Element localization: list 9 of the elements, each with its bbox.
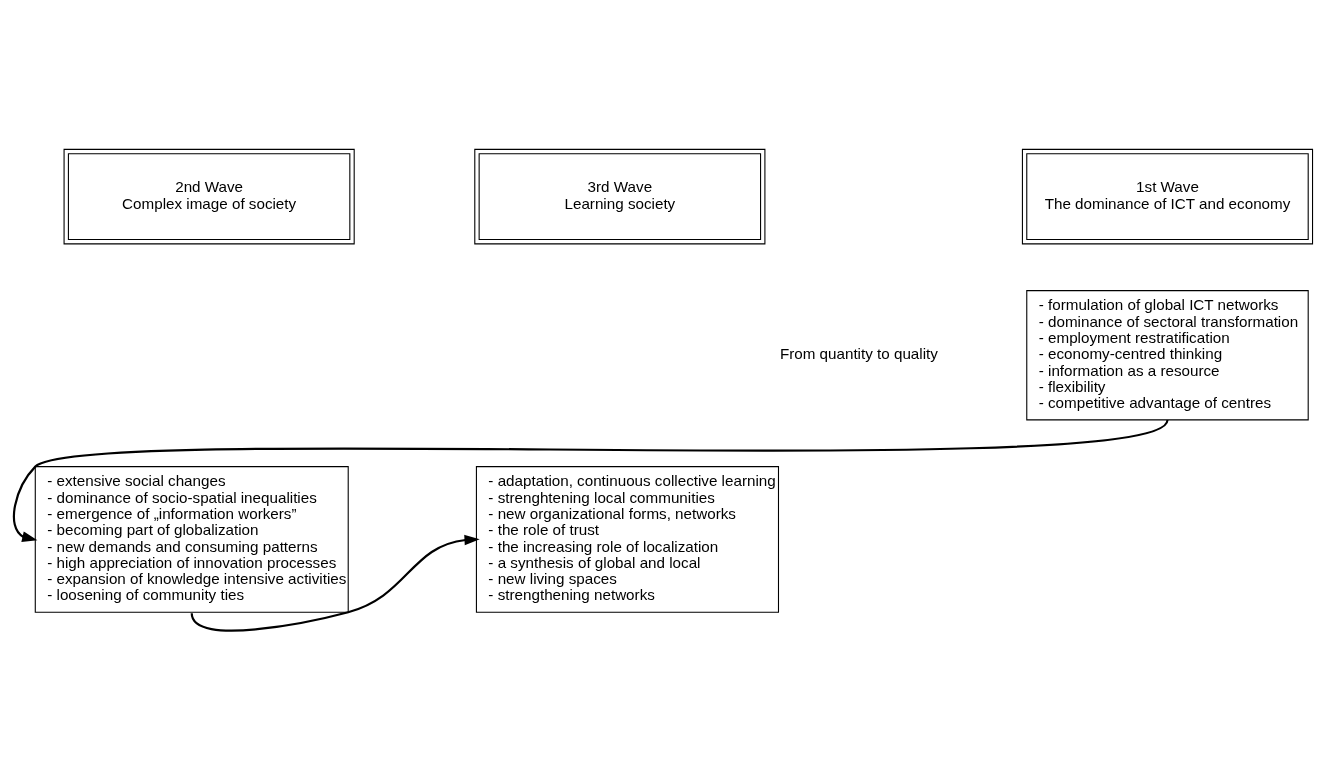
node-box: - adaptation, continuous collective learning - strenghtening local communities - new organizational forms, networks - the role of trust - the increasing role of localization - a synthesis of global and local - new living spaces - strengthening networks — [475, 466, 780, 613]
node-box: - extensive social changes - dominance of socio-spatial inequalities - emergence of „information workers” - becoming part of globalization - new demands and consuming patterns - high appreciation of innovation processes - expansion of knowledge intensive activities - loosening of community ties — [34, 466, 349, 613]
label: From quantity to quality — [779, 345, 938, 363]
arrow — [190, 534, 480, 632]
arrow — [12, 418, 1169, 542]
node-box: 3rd Wave Learning society — [474, 148, 766, 245]
node-box: 2nd Wave Complex image of society — [63, 148, 355, 245]
node-box: 1st Wave The dominance of ICT and economy — [1021, 148, 1314, 245]
node-box: - formulation of global ICT networks - dominance of sectoral transformation - employment restratification - economy-centred thinking - information as a resource - flexibility - competitive advantage of centres — [1026, 290, 1309, 421]
